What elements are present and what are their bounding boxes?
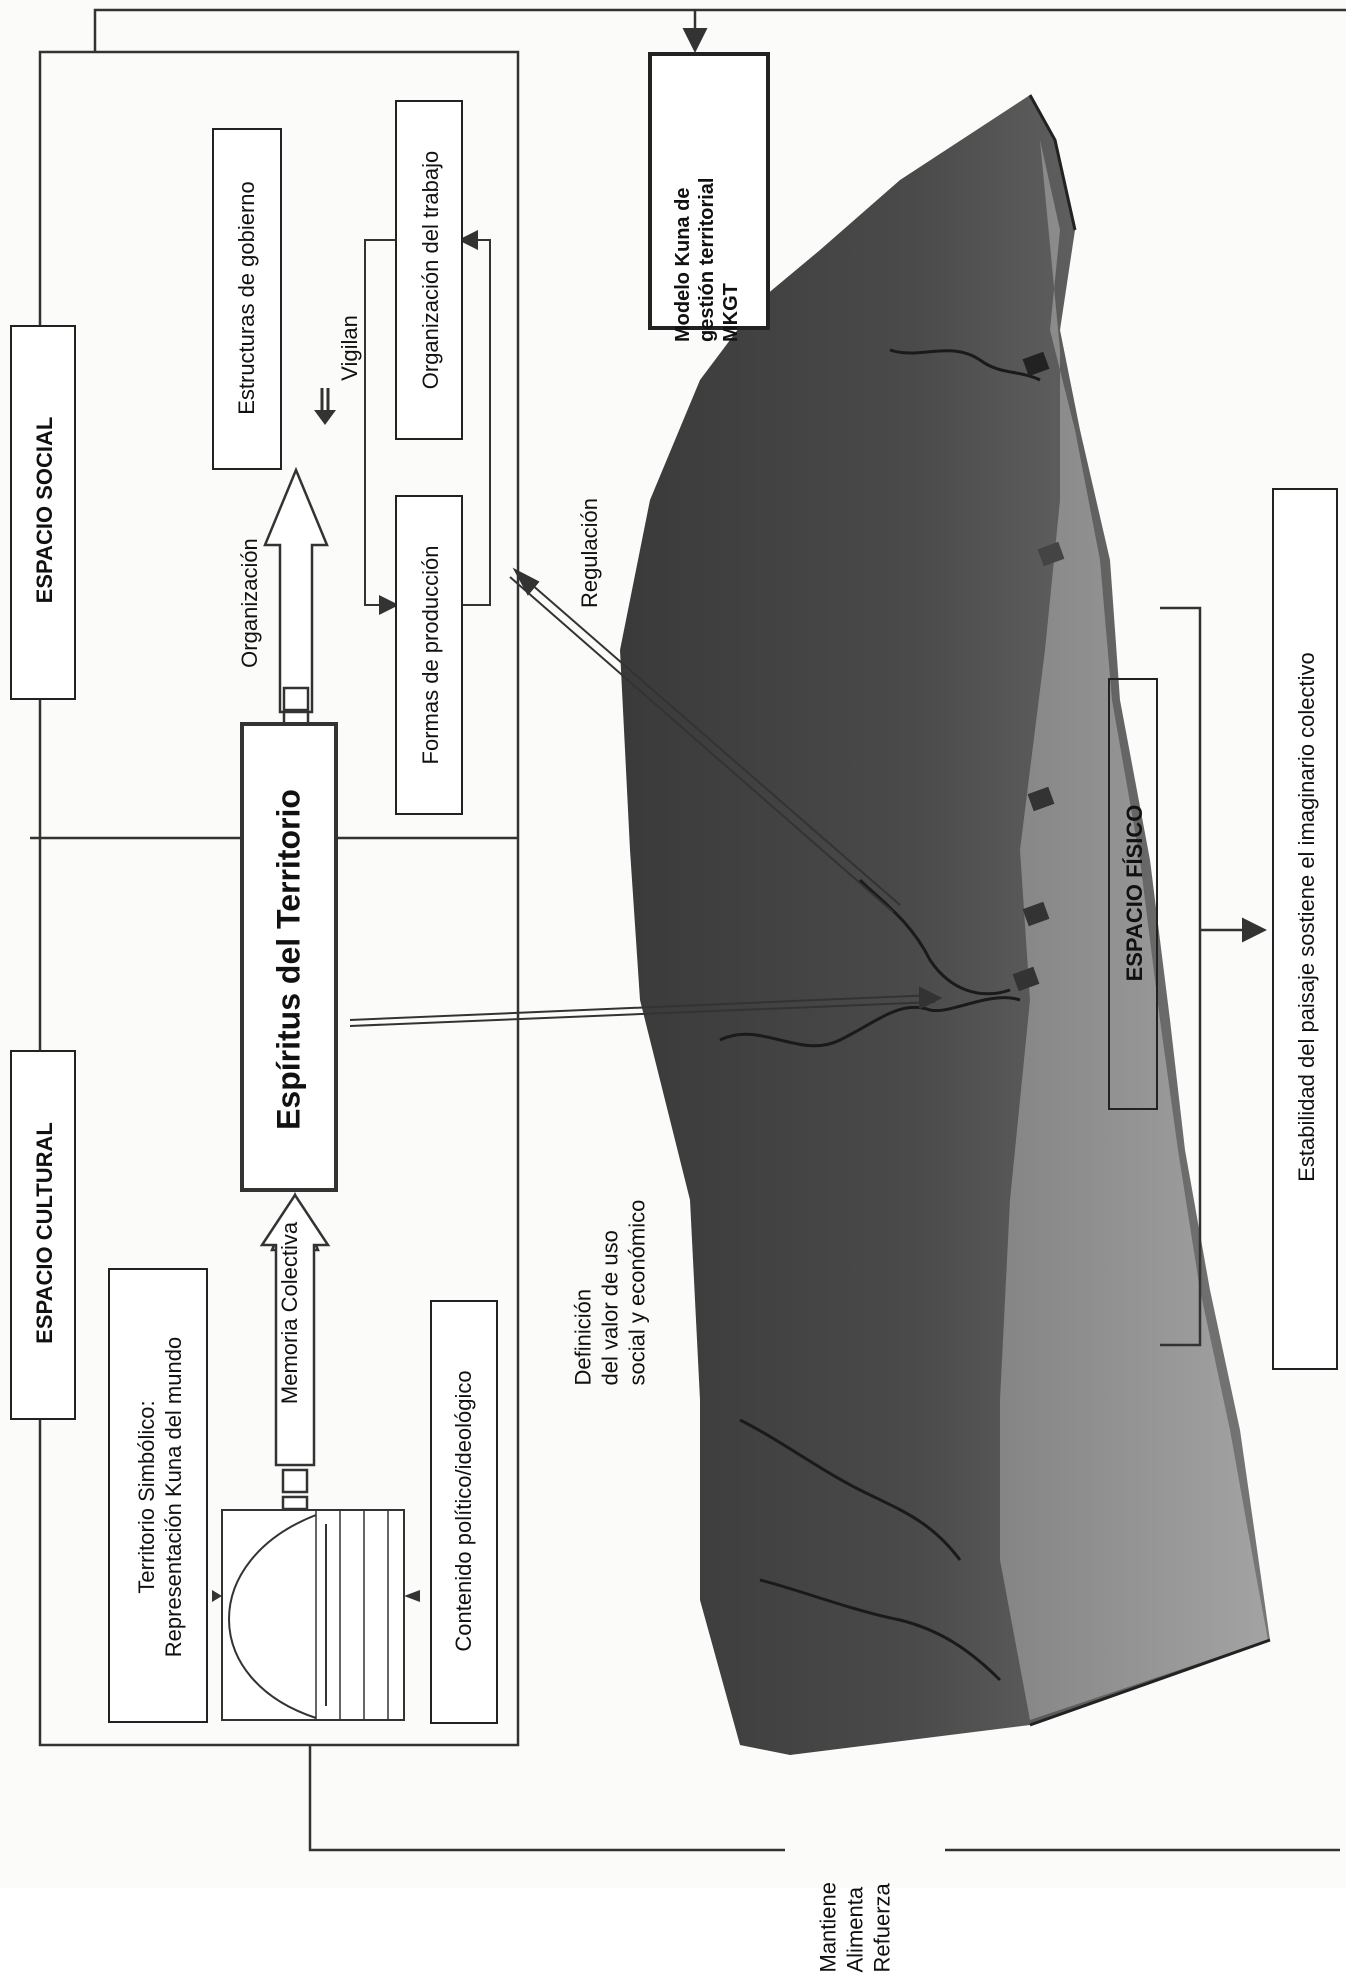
memoria-colectiva-label: Memoria Colectiva (277, 1148, 303, 1478)
modelo-line3: MKGT (720, 283, 742, 342)
modelo-kuna-label: Modelo Kuna de gestión territorial MKGT (671, 52, 743, 342)
espacio-cultural-box: ESPACIO CULTURAL (10, 1050, 76, 1420)
modelo-kuna-box: Modelo Kuna de gestión territorial MKGT (648, 52, 770, 330)
espiritus-box: Espíritus del Territorio (240, 722, 338, 1192)
territorio-simbolico-label: Territorio Simbólico: Representación Kun… (133, 1267, 187, 1727)
refuerza-line: Refuerza (870, 1883, 895, 1972)
territorio-simbolico-box: Territorio Simbólico: Representación Kun… (108, 1268, 208, 1723)
mantiene-label: Mantiene Alimenta Refuerza (815, 1813, 896, 1973)
regulacion-label: Regulación (577, 463, 603, 643)
organizacion-trabajo-box: Organización del trabajo (395, 100, 463, 440)
organizacion-arrow (265, 470, 327, 724)
territorio-simbolico-line2: Representación Kuna del mundo (161, 1337, 186, 1657)
organizacion-trabajo-label: Organización del trabajo (418, 100, 444, 440)
definicion-line1: Definición (571, 1289, 596, 1386)
espiritus-label: Espíritus del Territorio (271, 727, 308, 1193)
contenido-politico-label: Contenido político/ideológico (451, 1299, 477, 1723)
mantiene-line: Mantiene (816, 1882, 841, 1973)
estructuras-label: Estructuras de gobierno (234, 127, 260, 469)
espacio-social-box: ESPACIO SOCIAL (10, 325, 76, 700)
estabilidad-label: Estabilidad del paisaje sostiene el imag… (1294, 476, 1320, 1358)
modelo-line1: Modelo Kuna de (672, 188, 694, 342)
definicion-label: Definición del valor de uso social y eco… (570, 1056, 651, 1386)
vigilan-label: Vigilan (337, 288, 363, 408)
terrain-image (620, 95, 1270, 1755)
espacio-fisico-label: ESPACIO FÍSICO (1122, 677, 1148, 1109)
alimenta-line: Alimenta (843, 1887, 868, 1973)
espacio-social-label: ESPACIO SOCIAL (32, 327, 58, 693)
formas-produccion-box: Formas de producción (395, 495, 463, 815)
memoria-table-icon (212, 1510, 420, 1720)
diagram-page: ESPACIO SOCIAL ESPACIO CULTURAL Territor… (0, 0, 1346, 1888)
organizacion-label: Organización (237, 503, 263, 703)
espacio-cultural-label: ESPACIO CULTURAL (32, 1050, 58, 1416)
vigilan-arrow (314, 388, 336, 425)
modelo-line2: gestión territorial (696, 178, 718, 342)
contenido-politico-box: Contenido político/ideológico (430, 1300, 498, 1724)
estructuras-box: Estructuras de gobierno (212, 128, 282, 470)
definicion-line3: social y económico (625, 1200, 650, 1386)
espacio-fisico-box: ESPACIO FÍSICO (1108, 678, 1158, 1110)
estabilidad-box: Estabilidad del paisaje sostiene el imag… (1272, 488, 1338, 1370)
territorio-simbolico-line1: Territorio Simbólico: (134, 1400, 159, 1593)
formas-produccion-label: Formas de producción (418, 495, 444, 815)
definicion-line2: del valor de uso (598, 1230, 623, 1385)
